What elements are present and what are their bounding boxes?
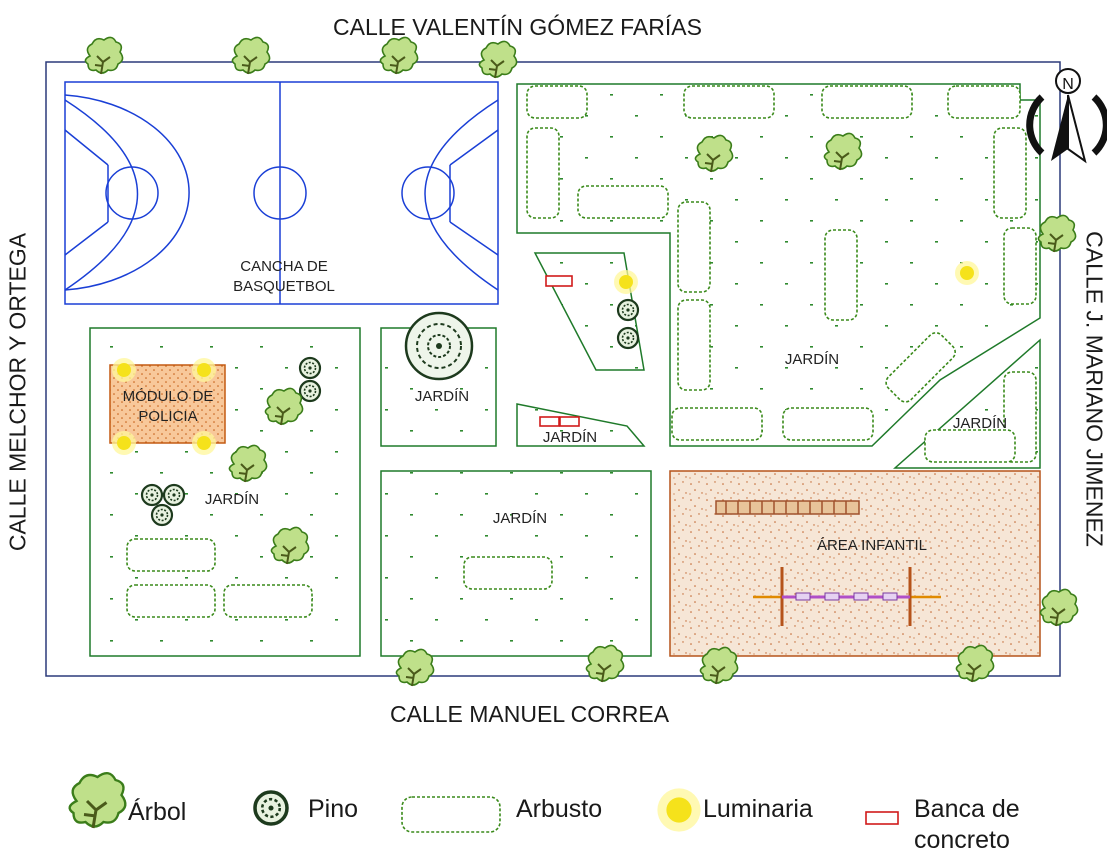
legend-bench-label-line2: concreto [914, 826, 1010, 854]
shrubs [126, 85, 1037, 618]
legend-luminaire-icon [657, 788, 701, 832]
playground-ladder [715, 500, 860, 515]
luminaire [112, 358, 136, 382]
pine [616, 298, 640, 322]
playground-swing [753, 567, 941, 626]
tree [231, 36, 271, 75]
garden-label-center: JARDÍN [493, 510, 547, 527]
legend-shrub-label: Arbusto [516, 795, 603, 823]
tree [379, 36, 419, 75]
luminaire [614, 270, 638, 294]
tree [84, 36, 124, 75]
pine [150, 503, 174, 527]
legend-tree-label: Árbol [128, 798, 187, 826]
pine [298, 379, 322, 403]
legend-pine-icon [253, 790, 289, 826]
north-letter: N [1062, 76, 1074, 93]
legend-bench-icon [865, 811, 899, 825]
luminaire [192, 431, 216, 455]
legend-shrub-icon [401, 796, 501, 833]
pine [162, 483, 186, 507]
property-boundary [45, 61, 1061, 677]
street-south: CALLE MANUEL CORREA [390, 701, 670, 727]
garden-label-west: JARDÍN [205, 491, 259, 508]
police-label-line1: MÓDULO DE [123, 388, 214, 405]
legend-luminaire-label: Luminaria [703, 795, 813, 823]
tree [1037, 214, 1077, 253]
luminaire [112, 431, 136, 455]
street-north: CALLE VALENTÍN GÓMEZ FARÍAS [333, 14, 702, 40]
luminaire [192, 358, 216, 382]
legend-pine-label: Pino [308, 795, 359, 823]
basketball-court [64, 81, 499, 305]
street-west: CALLE MELCHOR Y ORTEGA [4, 232, 31, 552]
basketball-label-line1: CANCHA DE [240, 258, 328, 275]
garden-label-east: JARDÍN [953, 415, 1007, 432]
garden-bench-strip [516, 403, 646, 447]
playground-area [669, 470, 1041, 657]
legend-bench-label-line1: Banca de [914, 795, 1020, 823]
garden-label-northeast: JARDÍN [785, 351, 839, 368]
benches [539, 275, 580, 427]
street-east: CALLE J. MARIANO JIMENEZ [1081, 231, 1107, 547]
garden-label-small: JARDÍN [415, 388, 469, 405]
pine [616, 326, 640, 350]
legend [68, 771, 899, 833]
pine [140, 483, 164, 507]
garden-small [380, 327, 497, 447]
north-arrow-icon [1026, 68, 1107, 164]
tree [1039, 588, 1079, 627]
basketball-label-line2: BASQUETBOL [233, 278, 335, 295]
playground-label: ÁREA INFANTIL [817, 537, 927, 554]
large-pine [404, 311, 474, 381]
police-label-line2: POLICIA [138, 408, 197, 425]
luminaire [955, 261, 979, 285]
tree [478, 40, 518, 79]
pine [298, 356, 322, 380]
garden-label-strip: JARDÍN [543, 429, 597, 446]
legend-tree-icon [68, 771, 127, 830]
